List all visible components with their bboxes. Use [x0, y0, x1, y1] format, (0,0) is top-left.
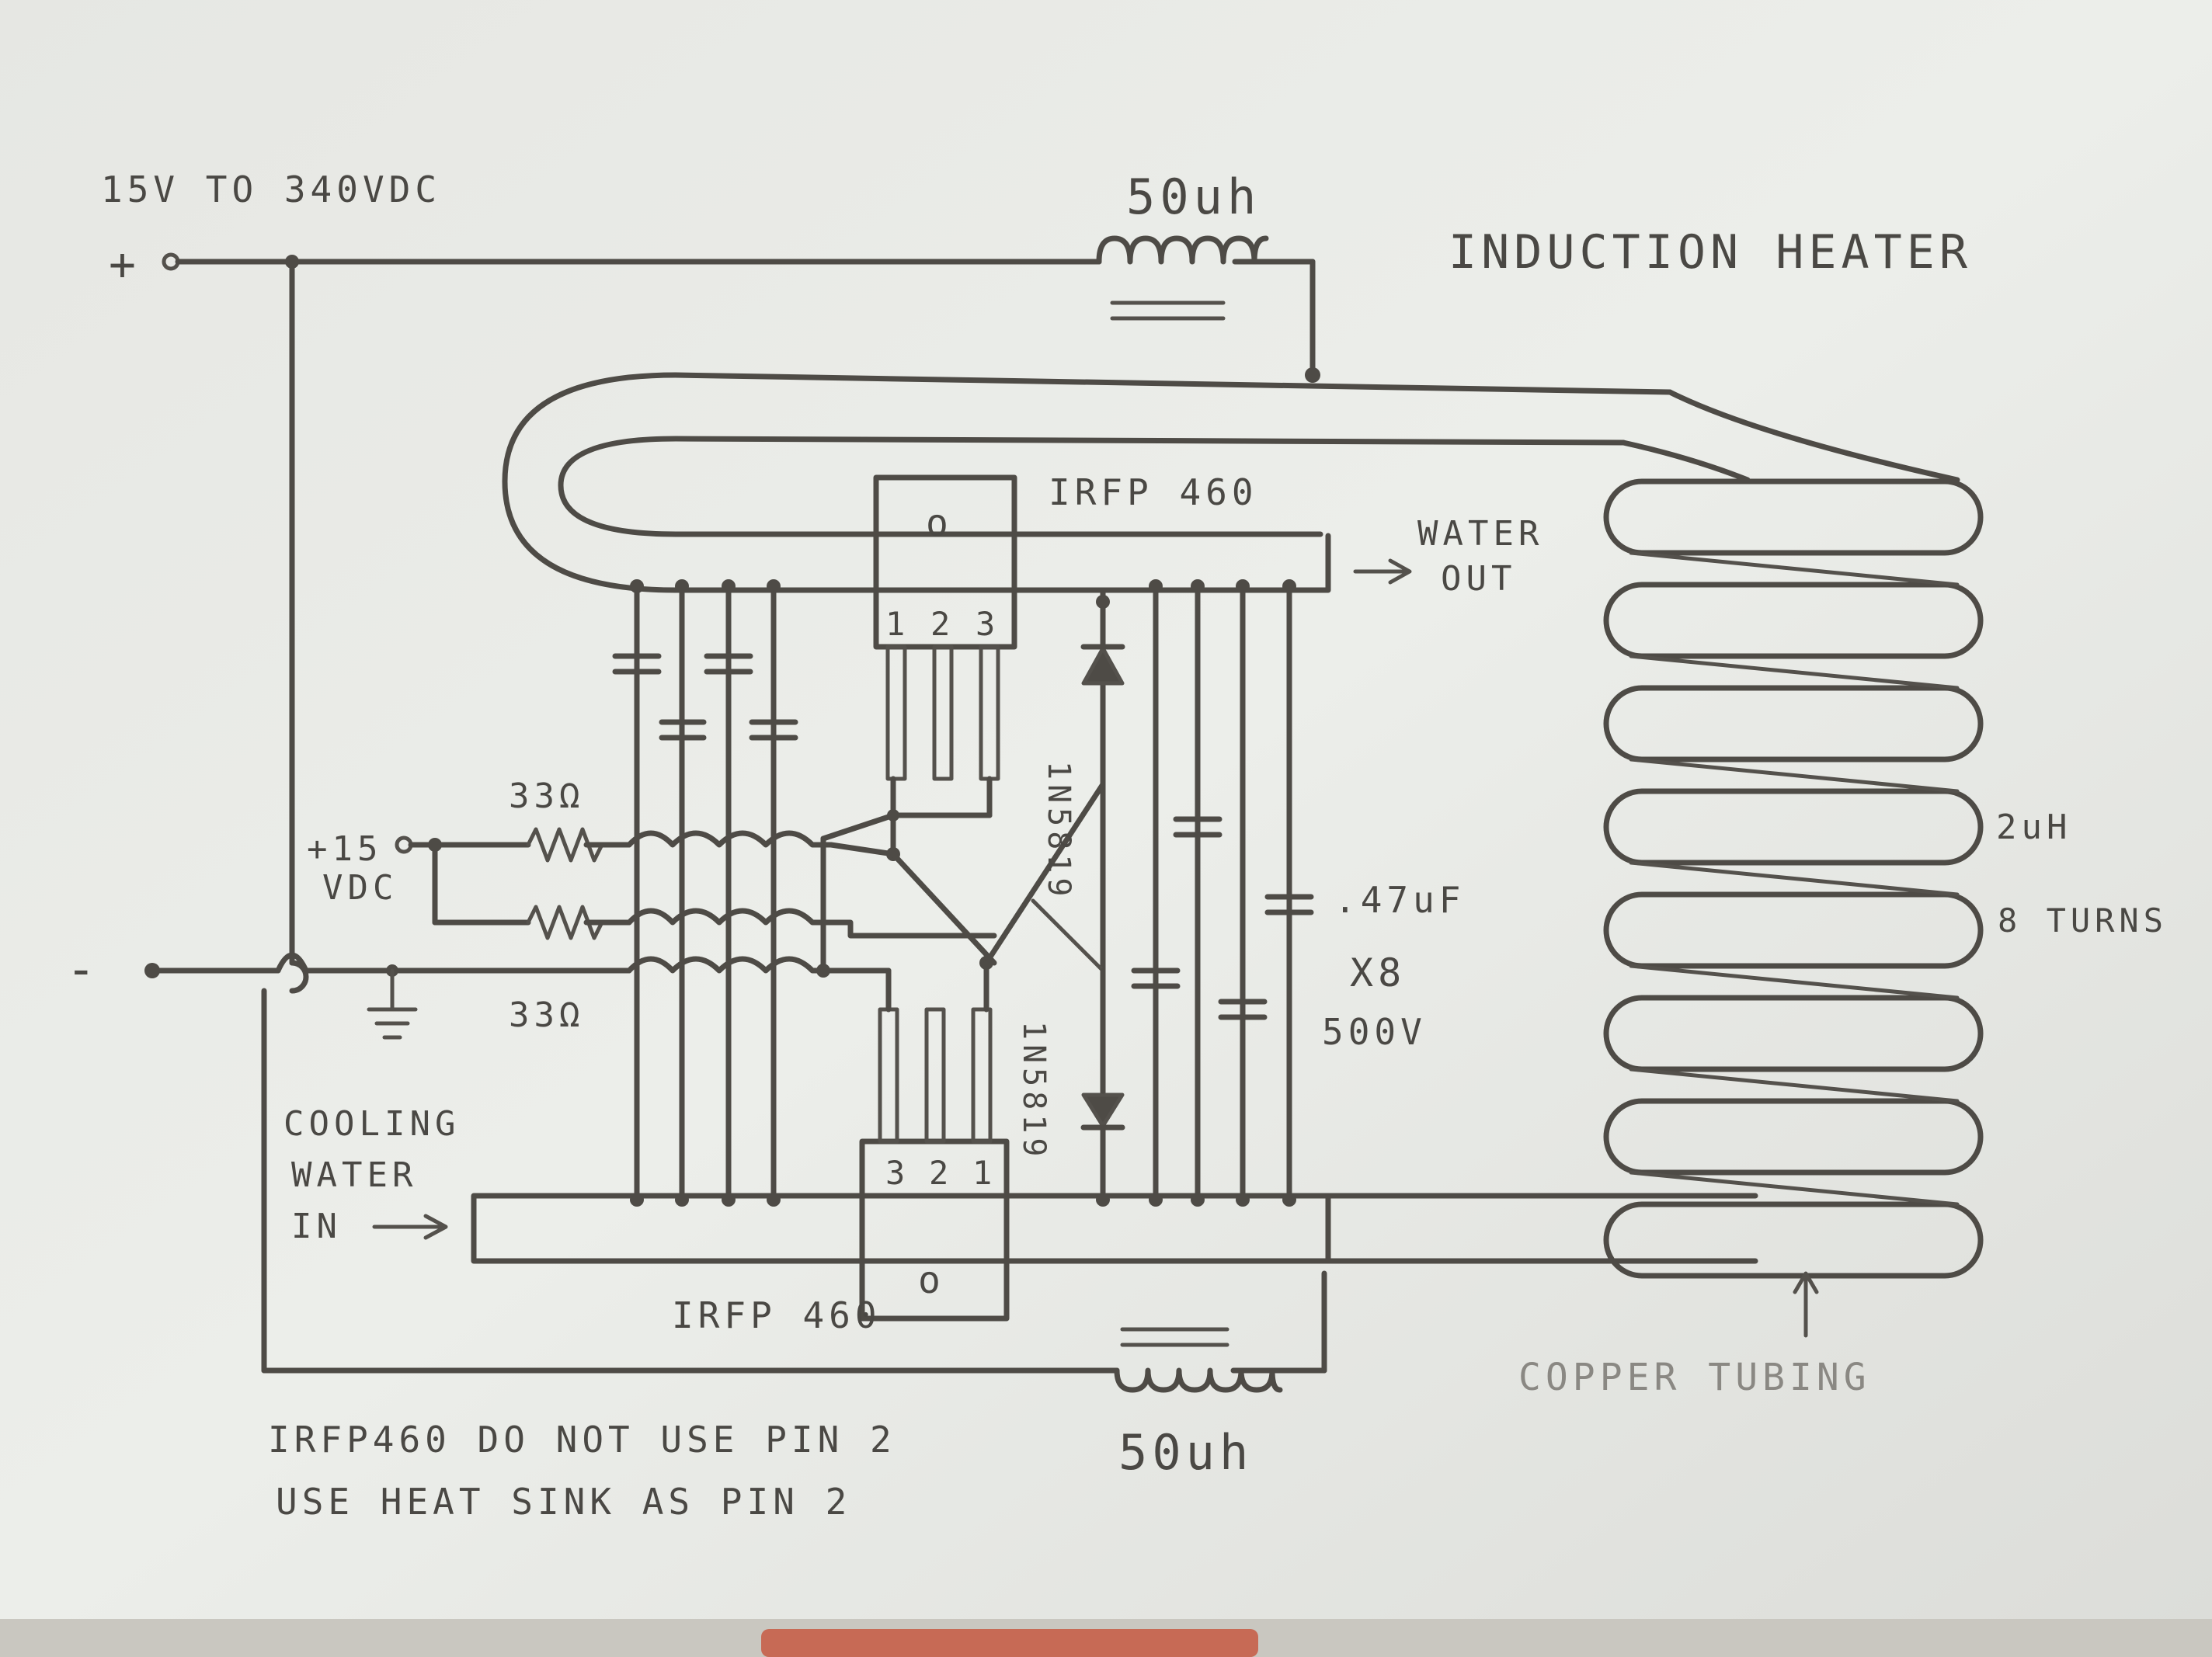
water-out-line1: WATER	[1417, 514, 1543, 554]
positive-rail	[162, 252, 1327, 1374]
top-choke-label: 50uh	[1126, 168, 1261, 225]
gate-drive-network	[395, 776, 1106, 1094]
bottom-mosfet-pin-3: 3	[885, 1154, 909, 1192]
gate-supply-line2: VDC	[322, 868, 398, 908]
water-out-line2: OUT	[1441, 559, 1516, 599]
top-mosfet-pin-3: 3	[976, 605, 1000, 643]
note-line-1: IRFP460 DO NOT USE PIN 2	[268, 1419, 896, 1461]
bottom-resistor-label: 33Ω	[509, 995, 584, 1035]
bottom-mosfet-pin-1: 1	[972, 1154, 996, 1192]
work-coil	[1603, 478, 1984, 1279]
top-resistor-label: 33Ω	[509, 776, 584, 816]
bottom-choke-label: 50uh	[1118, 1424, 1253, 1481]
cooling-water-line1: COOLING	[283, 1104, 460, 1144]
top-mosfet-label: IRFP 460	[1049, 471, 1258, 513]
capacitor-count-label: X8	[1350, 950, 1406, 995]
bottom-diode-label: 1N5819	[1016, 1021, 1052, 1162]
note-line-2: USE HEAT SINK AS PIN 2	[276, 1481, 851, 1523]
water-arrows	[372, 558, 1819, 1338]
bottom-mosfet-tab: o	[918, 1259, 945, 1302]
top-mosfet-tab: o	[926, 502, 953, 545]
cooling-water-line3: IN	[291, 1207, 342, 1246]
negative-rail	[144, 952, 632, 1040]
gate-supply-line1: +15	[307, 829, 382, 869]
bottom-choke-inductor	[1114, 1327, 1283, 1393]
plus-terminal-label: +	[109, 238, 141, 290]
cooling-water-line2: WATER	[291, 1155, 417, 1195]
supply-voltage-label: 15V TO 340VDC	[101, 168, 441, 210]
bottom-mosfet-label: IRFP 460	[672, 1294, 882, 1336]
work-coil-turns: 8 TURNS	[1998, 901, 2168, 940]
copper-tubing-label: COPPER TUBING	[1518, 1356, 1871, 1399]
capacitor-value-label: .47uF	[1334, 879, 1465, 921]
top-diode-label: 1N5819	[1041, 761, 1076, 901]
paper-sheet	[0, 0, 2212, 1619]
top-mosfet-pin-2: 2	[930, 605, 955, 643]
top-choke-inductor	[1096, 235, 1269, 321]
diagram-title: INDUCTION HEATER	[1449, 225, 1972, 280]
right-capacitor-bank	[1131, 579, 1314, 1207]
work-coil-inductance: 2uH	[1996, 808, 2071, 847]
minus-terminal-label: -	[66, 941, 101, 999]
copper-tubing-loop	[471, 372, 1960, 1264]
bottom-mosfet-pin-2: 2	[929, 1154, 953, 1192]
bottom-diode	[1080, 1093, 1125, 1207]
hand-edge	[761, 1629, 1258, 1657]
left-capacitor-bank	[612, 579, 798, 1207]
capacitor-voltage-label: 500V	[1322, 1011, 1427, 1053]
top-mosfet-pin-1: 1	[885, 605, 909, 643]
bottom-mosfet	[859, 1007, 1010, 1322]
